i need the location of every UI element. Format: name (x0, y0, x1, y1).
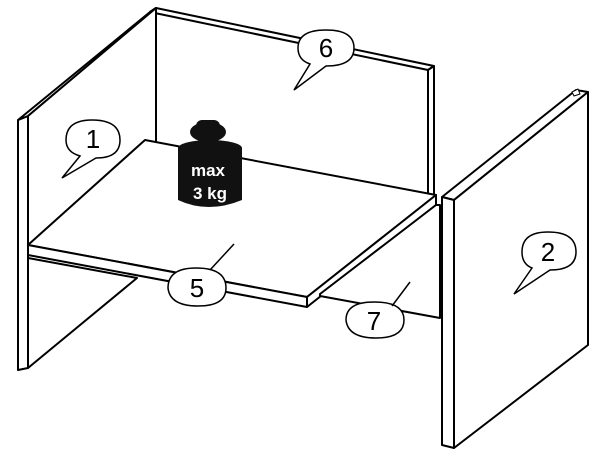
callout-5-label: 5 (190, 273, 204, 303)
callout-6-label: 6 (319, 33, 333, 63)
weight-label-line1: max (191, 161, 226, 180)
right-side-panel (441, 88, 589, 449)
callout-7-label: 7 (367, 306, 381, 336)
callout-2: 2 (513, 231, 577, 295)
callout-7: 7 (345, 281, 411, 339)
callout-2-label: 2 (541, 237, 555, 267)
callout-1: 1 (61, 119, 121, 179)
callout-1-label: 1 (86, 124, 100, 154)
weight-label-line2: 3 kg (193, 184, 227, 203)
callout-6: 6 (293, 29, 355, 91)
weight-icon: max 3 kg (178, 120, 242, 207)
callout-5: 5 (167, 243, 235, 307)
bottom-rail (319, 204, 441, 319)
